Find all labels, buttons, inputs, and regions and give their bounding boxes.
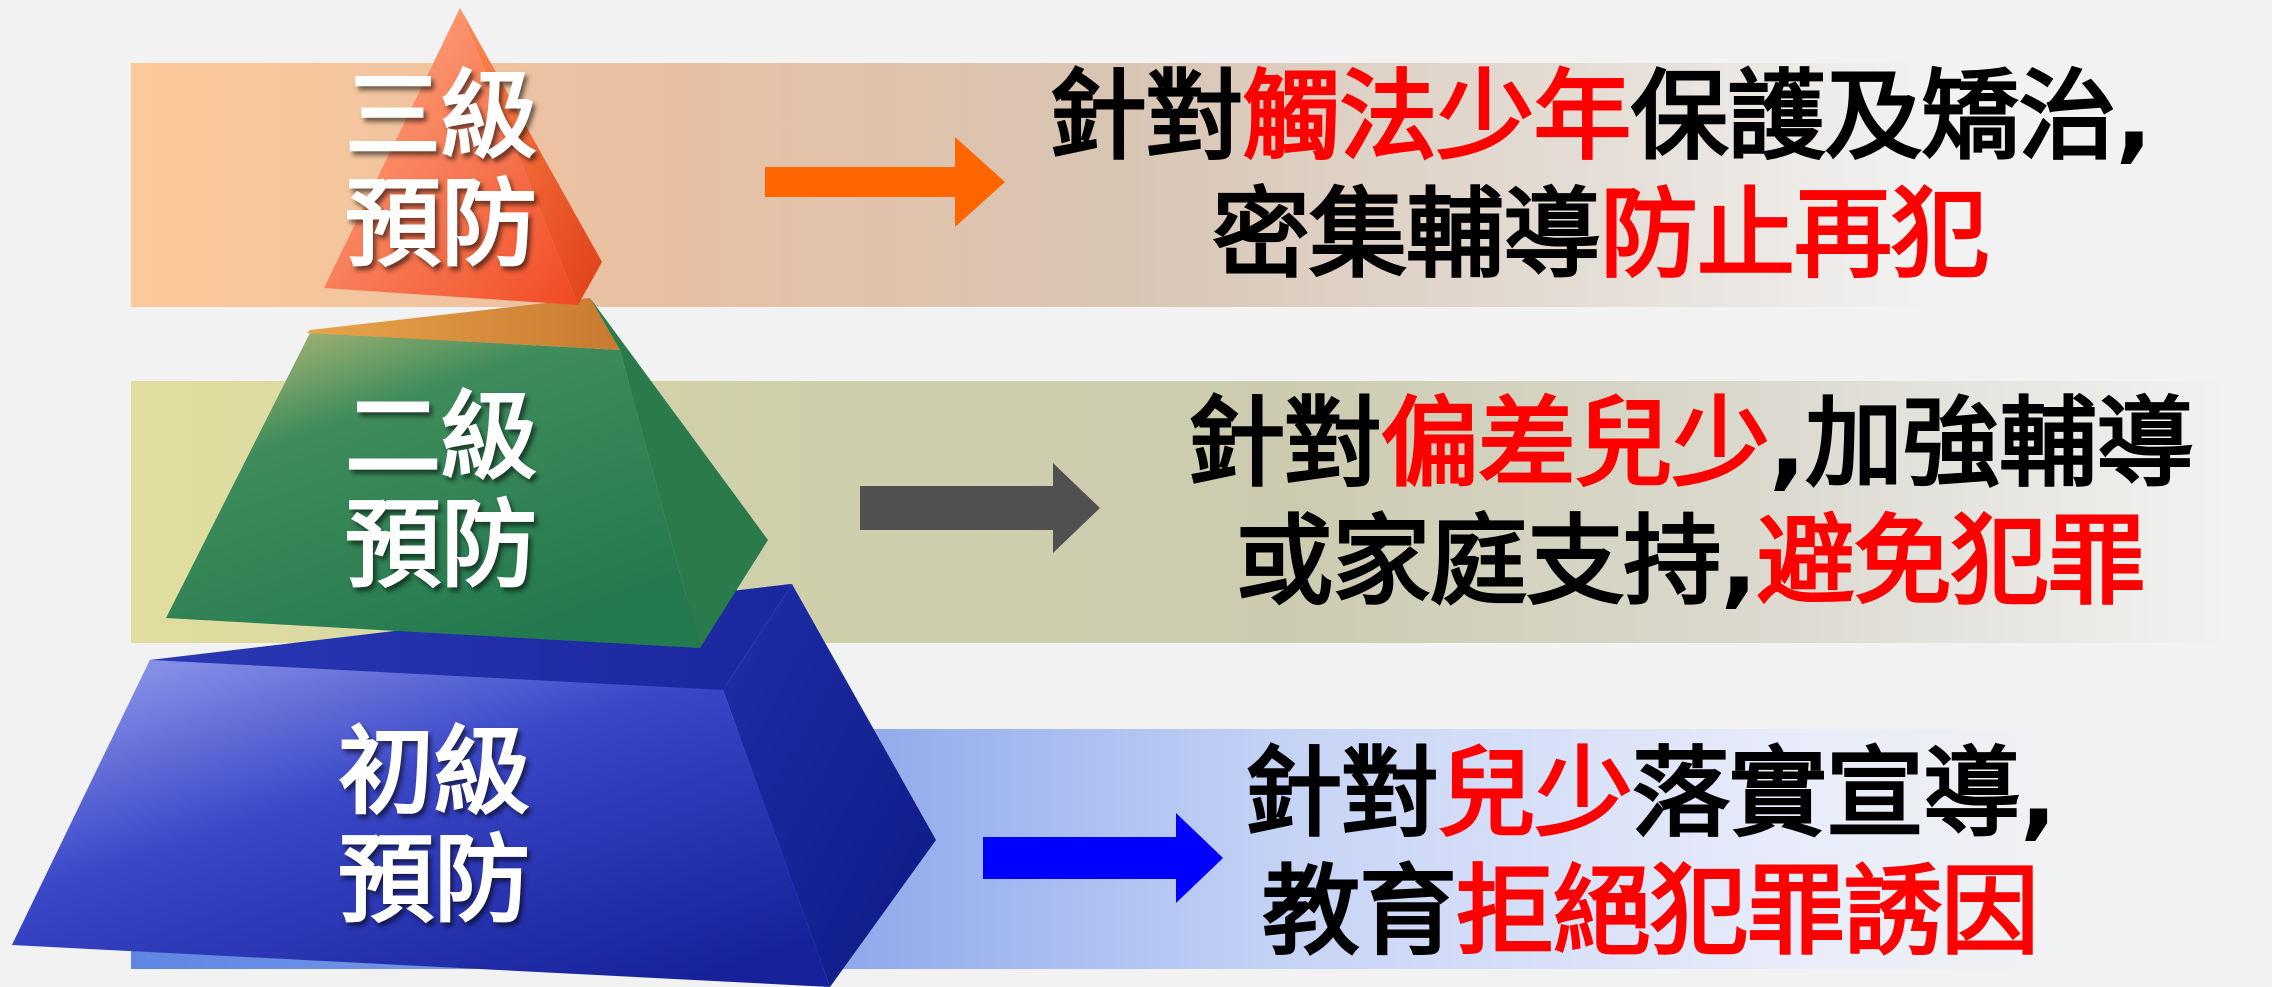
tier-label-tertiary: 三級 預防 [311, 62, 571, 278]
description-text: 保護及矯治, [1630, 60, 2152, 174]
description-line: 密集輔導防止再犯 [1045, 176, 2155, 294]
pyramid-tier-primary [12, 584, 936, 987]
description-line: 針對觸法少年保護及矯治, [1045, 58, 2155, 176]
description-line: 針對偏差兒少,加強輔導 [1120, 385, 2260, 503]
tier-name-primary: 預防 [338, 824, 530, 936]
tier-description-tertiary: 針對觸法少年保護及矯治, 密集輔導防止再犯 [1045, 58, 2155, 294]
description-line: 教育拒絕犯罪誘因 [1235, 853, 2065, 971]
description-text: ,加強輔導 [1768, 387, 2194, 501]
description-text: 針對 [1048, 60, 1243, 174]
tier-name-secondary: 預防 [345, 489, 537, 601]
tier-name-tertiary: 預防 [345, 168, 537, 280]
description-text: 教育 [1261, 855, 1457, 969]
highlighted-text: 偏差兒少 [1380, 387, 1770, 501]
tier-label-primary: 初級 預防 [304, 718, 564, 934]
arrow-right-icon [860, 463, 1100, 553]
tier-description-secondary: 針對偏差兒少,加強輔導 或家庭支持,避免犯罪 [1120, 385, 2260, 621]
tier-label-secondary: 二級 預防 [311, 383, 571, 599]
arrow-right-icon [983, 813, 1223, 903]
tier-level-tertiary: 三級 [345, 60, 537, 172]
description-text: 或家庭支持, [1235, 505, 1757, 619]
pyramid-tier-tertiary [324, 8, 602, 305]
highlighted-text: 防止再犯 [1600, 178, 1989, 292]
pyramid-tier-secondary [166, 298, 768, 648]
tier-level-secondary: 二級 [345, 381, 537, 493]
description-text: 針對 [1186, 387, 1382, 501]
description-text: 落實宣導, [1631, 737, 2057, 851]
description-line: 針對兒少落實宣導, [1235, 735, 2065, 853]
highlighted-text: 兒少 [1437, 737, 1633, 851]
description-line: 或家庭支持,避免犯罪 [1120, 503, 2260, 621]
tier-level-primary: 初級 [338, 716, 530, 828]
tier-description-primary: 針對兒少落實宣導, 教育拒絕犯罪誘因 [1235, 735, 2065, 971]
description-text: 密集輔導 [1211, 178, 1601, 292]
highlighted-text: 避免犯罪 [1756, 505, 2146, 619]
highlighted-text: 觸法少年 [1242, 60, 1631, 174]
arrow-right-icon [765, 137, 1005, 227]
highlighted-text: 拒絕犯罪誘因 [1456, 855, 2039, 969]
description-text: 針對 [1243, 737, 1439, 851]
